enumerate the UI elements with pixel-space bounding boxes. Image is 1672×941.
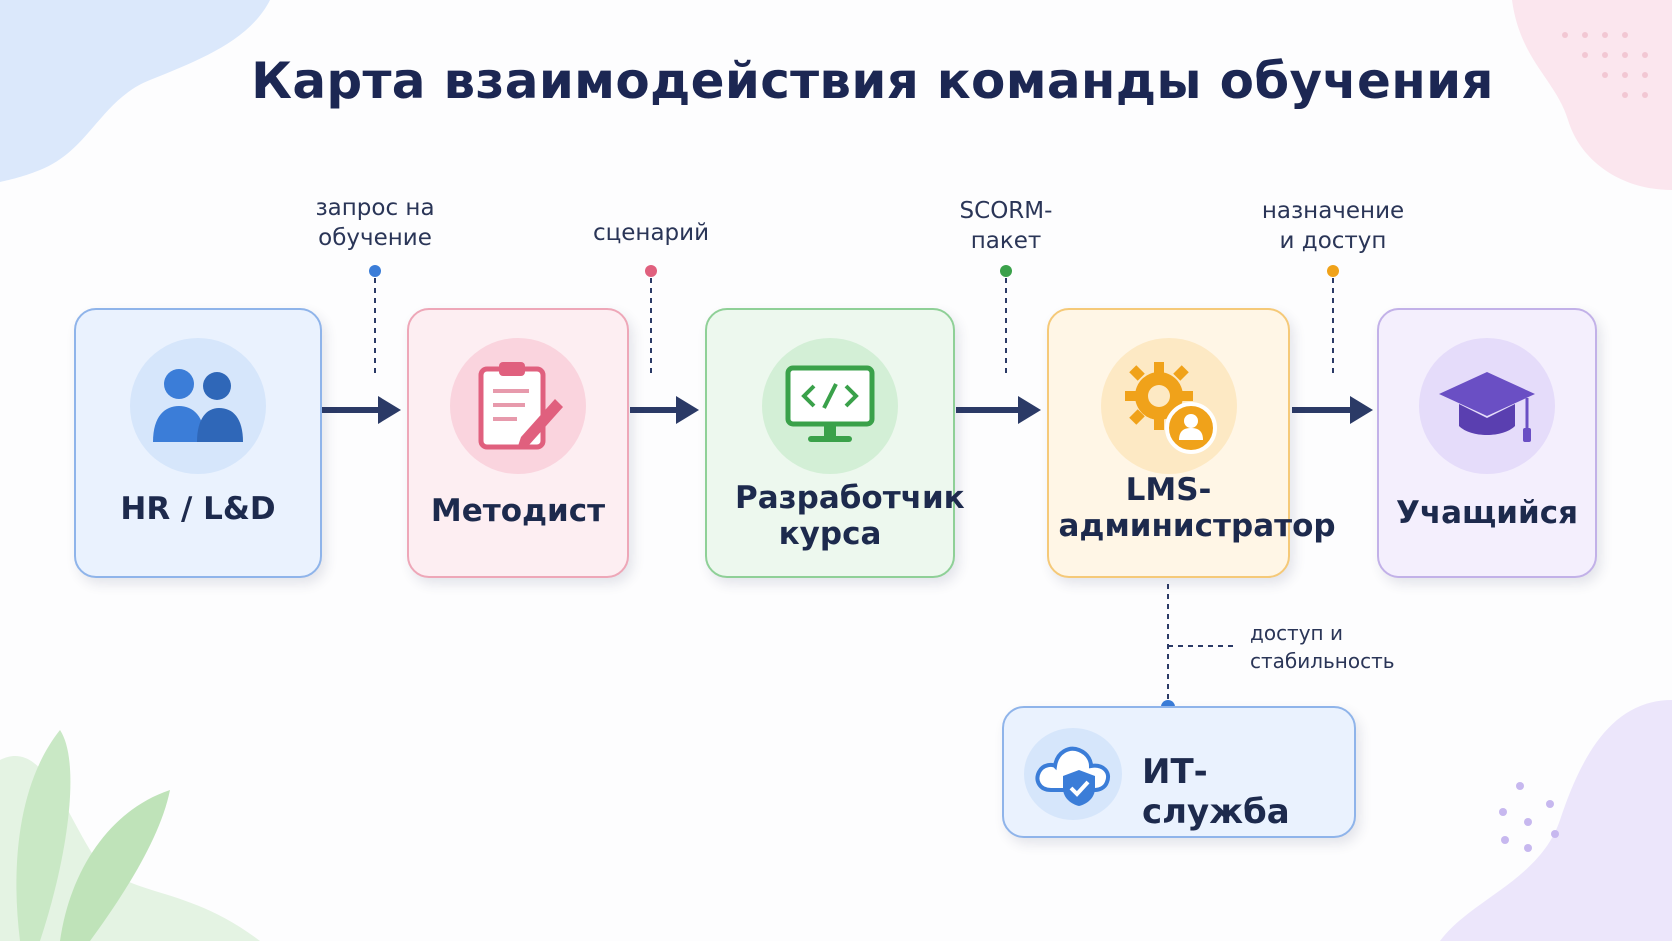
arrowhead-methodist-developer bbox=[676, 396, 699, 424]
graduation-cap-icon bbox=[1439, 372, 1535, 442]
node-hr: HR / L&D bbox=[74, 308, 322, 578]
arrowhead-lms-learner bbox=[1350, 396, 1373, 424]
support-link-label-line: доступ и bbox=[1250, 621, 1343, 645]
node-label: HR / L&D bbox=[120, 491, 276, 527]
edge-label-line: запрос на bbox=[315, 195, 435, 221]
node-icon-circle bbox=[762, 338, 898, 474]
node-icon-circle bbox=[450, 338, 586, 474]
edge-dot-methodist-developer bbox=[645, 265, 657, 277]
node-lms: LMS-администратор bbox=[1047, 308, 1336, 578]
page-title: Карта взаимодействия команды обучения bbox=[251, 52, 1494, 110]
edge-label-line: SCORM- bbox=[959, 198, 1053, 224]
node-learner: Учащийся bbox=[1377, 308, 1597, 578]
node-label: Методист bbox=[430, 493, 606, 529]
cloud-shield-icon bbox=[1035, 746, 1110, 806]
node-developer: Разработчик курса bbox=[705, 308, 965, 578]
node-label-text: LMS-администратор bbox=[1058, 472, 1336, 544]
edge-label-line: сценарий bbox=[592, 220, 710, 246]
node-icon-circle bbox=[130, 338, 266, 474]
node-label: LMS-администратор bbox=[1049, 472, 1336, 544]
arrowhead-hr-methodist bbox=[378, 396, 401, 424]
node-methodist: Методист bbox=[407, 308, 629, 578]
edge-label-line: пакет bbox=[970, 228, 1042, 254]
edge-label-line: назначение bbox=[1261, 198, 1405, 224]
clipboard-pencil-icon bbox=[478, 362, 563, 450]
node-icon-circle bbox=[1024, 728, 1122, 820]
people-icon bbox=[153, 369, 243, 442]
node-label: Разработчик курса bbox=[707, 480, 965, 552]
edge-dot-developer-lms bbox=[1000, 265, 1012, 277]
node-icon-circle bbox=[1419, 338, 1555, 474]
edge-label-scenario: сценарий bbox=[551, 218, 751, 248]
edge-dot-lms-learner bbox=[1327, 265, 1339, 277]
edge-dot-hr-methodist bbox=[369, 265, 381, 277]
node-icon-circle bbox=[1100, 338, 1237, 474]
node-label: Учащийся bbox=[1395, 495, 1579, 531]
edge-label-request: запрос на обучение bbox=[275, 193, 475, 253]
node-label: ИТ-служба bbox=[1142, 752, 1290, 832]
node-it-service: ИТ-служба bbox=[1002, 706, 1356, 838]
edge-label-assignment: назначение и доступ bbox=[1233, 196, 1433, 256]
node-label-text: Разработчик курса bbox=[735, 480, 965, 552]
arrowhead-developer-lms bbox=[1018, 396, 1041, 424]
edge-label-line: обучение bbox=[318, 225, 432, 251]
support-link-label: доступ и стабильность bbox=[1250, 619, 1395, 675]
edge-label-scorm: SCORM- пакет bbox=[906, 196, 1106, 256]
gear-user-icon bbox=[1124, 362, 1217, 454]
support-link-label-line: стабильность bbox=[1250, 649, 1395, 673]
edge-label-line: и доступ bbox=[1279, 228, 1387, 254]
code-monitor-icon bbox=[785, 365, 875, 442]
